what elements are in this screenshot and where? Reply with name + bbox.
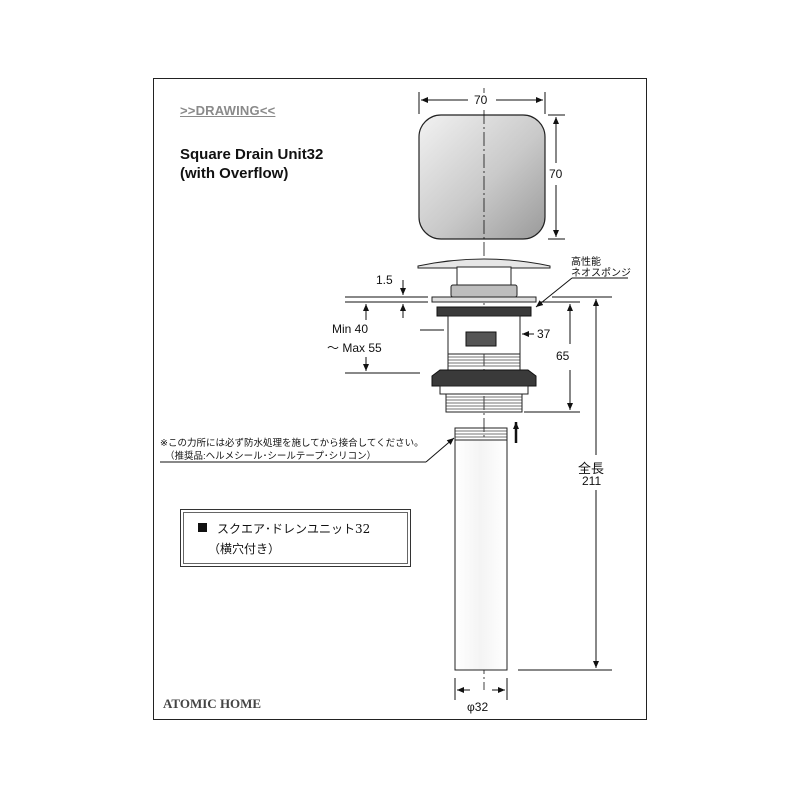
product-name-box-inner (183, 512, 408, 564)
total-length-value: 211 (582, 474, 602, 488)
sponge-leader (535, 277, 628, 308)
waterproof-leader (160, 437, 455, 463)
height-dimension (548, 114, 565, 240)
product-title: Square Drain Unit32 (180, 146, 324, 163)
basin-flange (431, 296, 537, 303)
drain-pipe (454, 439, 508, 671)
height-label: 70 (549, 167, 563, 181)
thickness-min-label: Min 40 (332, 322, 369, 336)
product-subtitle: (with Overflow) (180, 165, 289, 182)
pipe-diameter-label: φ32 (467, 700, 489, 714)
bullet-square-icon (198, 523, 207, 532)
counter-thickness-dimension (345, 304, 444, 374)
washer (439, 385, 529, 395)
body-height-label: 65 (556, 349, 570, 363)
drawing-header: >>DRAWING<< (180, 103, 276, 118)
total-length-dimension (518, 296, 612, 671)
sponge-label-1: 高性能 (571, 257, 601, 268)
flange-thickness-dimension (345, 280, 428, 318)
lock-nut (431, 369, 537, 387)
body-height-dimension (524, 301, 580, 413)
lower-threads (446, 396, 522, 410)
thickness-max-label: ～ Max 55 (327, 341, 382, 355)
product-name-line2: （横穴付き） (208, 542, 281, 556)
sponge-gasket (436, 306, 532, 317)
upper-ring (450, 284, 518, 298)
width-dimension (418, 92, 546, 114)
pipe-threads (455, 430, 507, 438)
width-label: 70 (474, 93, 488, 107)
waterproof-note-2: （推奨品:ヘルメシール･シールテープ･シリコン） (165, 451, 377, 462)
total-length-label: 全長 (578, 458, 605, 477)
sponge-label-2: ネオスポンジ (571, 268, 631, 279)
brand-logo: ATOMIC HOME (163, 696, 262, 711)
product-name-line1: スクエア･ドレンユニット32 (217, 522, 371, 536)
drawing-frame (153, 78, 647, 720)
square-cap (418, 114, 546, 240)
overflow-hole (465, 331, 497, 347)
diameter-37-label: 37 (537, 327, 551, 341)
cap-flange (417, 258, 551, 269)
drain-neck (456, 266, 512, 286)
product-name-box (180, 509, 411, 567)
flange-thickness-label: 1.5 (376, 273, 393, 287)
pipe-diameter-dimension (454, 678, 508, 700)
waterproof-note-1: ※この力所には必ず防水処理を施してから接合してください。 (160, 438, 424, 449)
